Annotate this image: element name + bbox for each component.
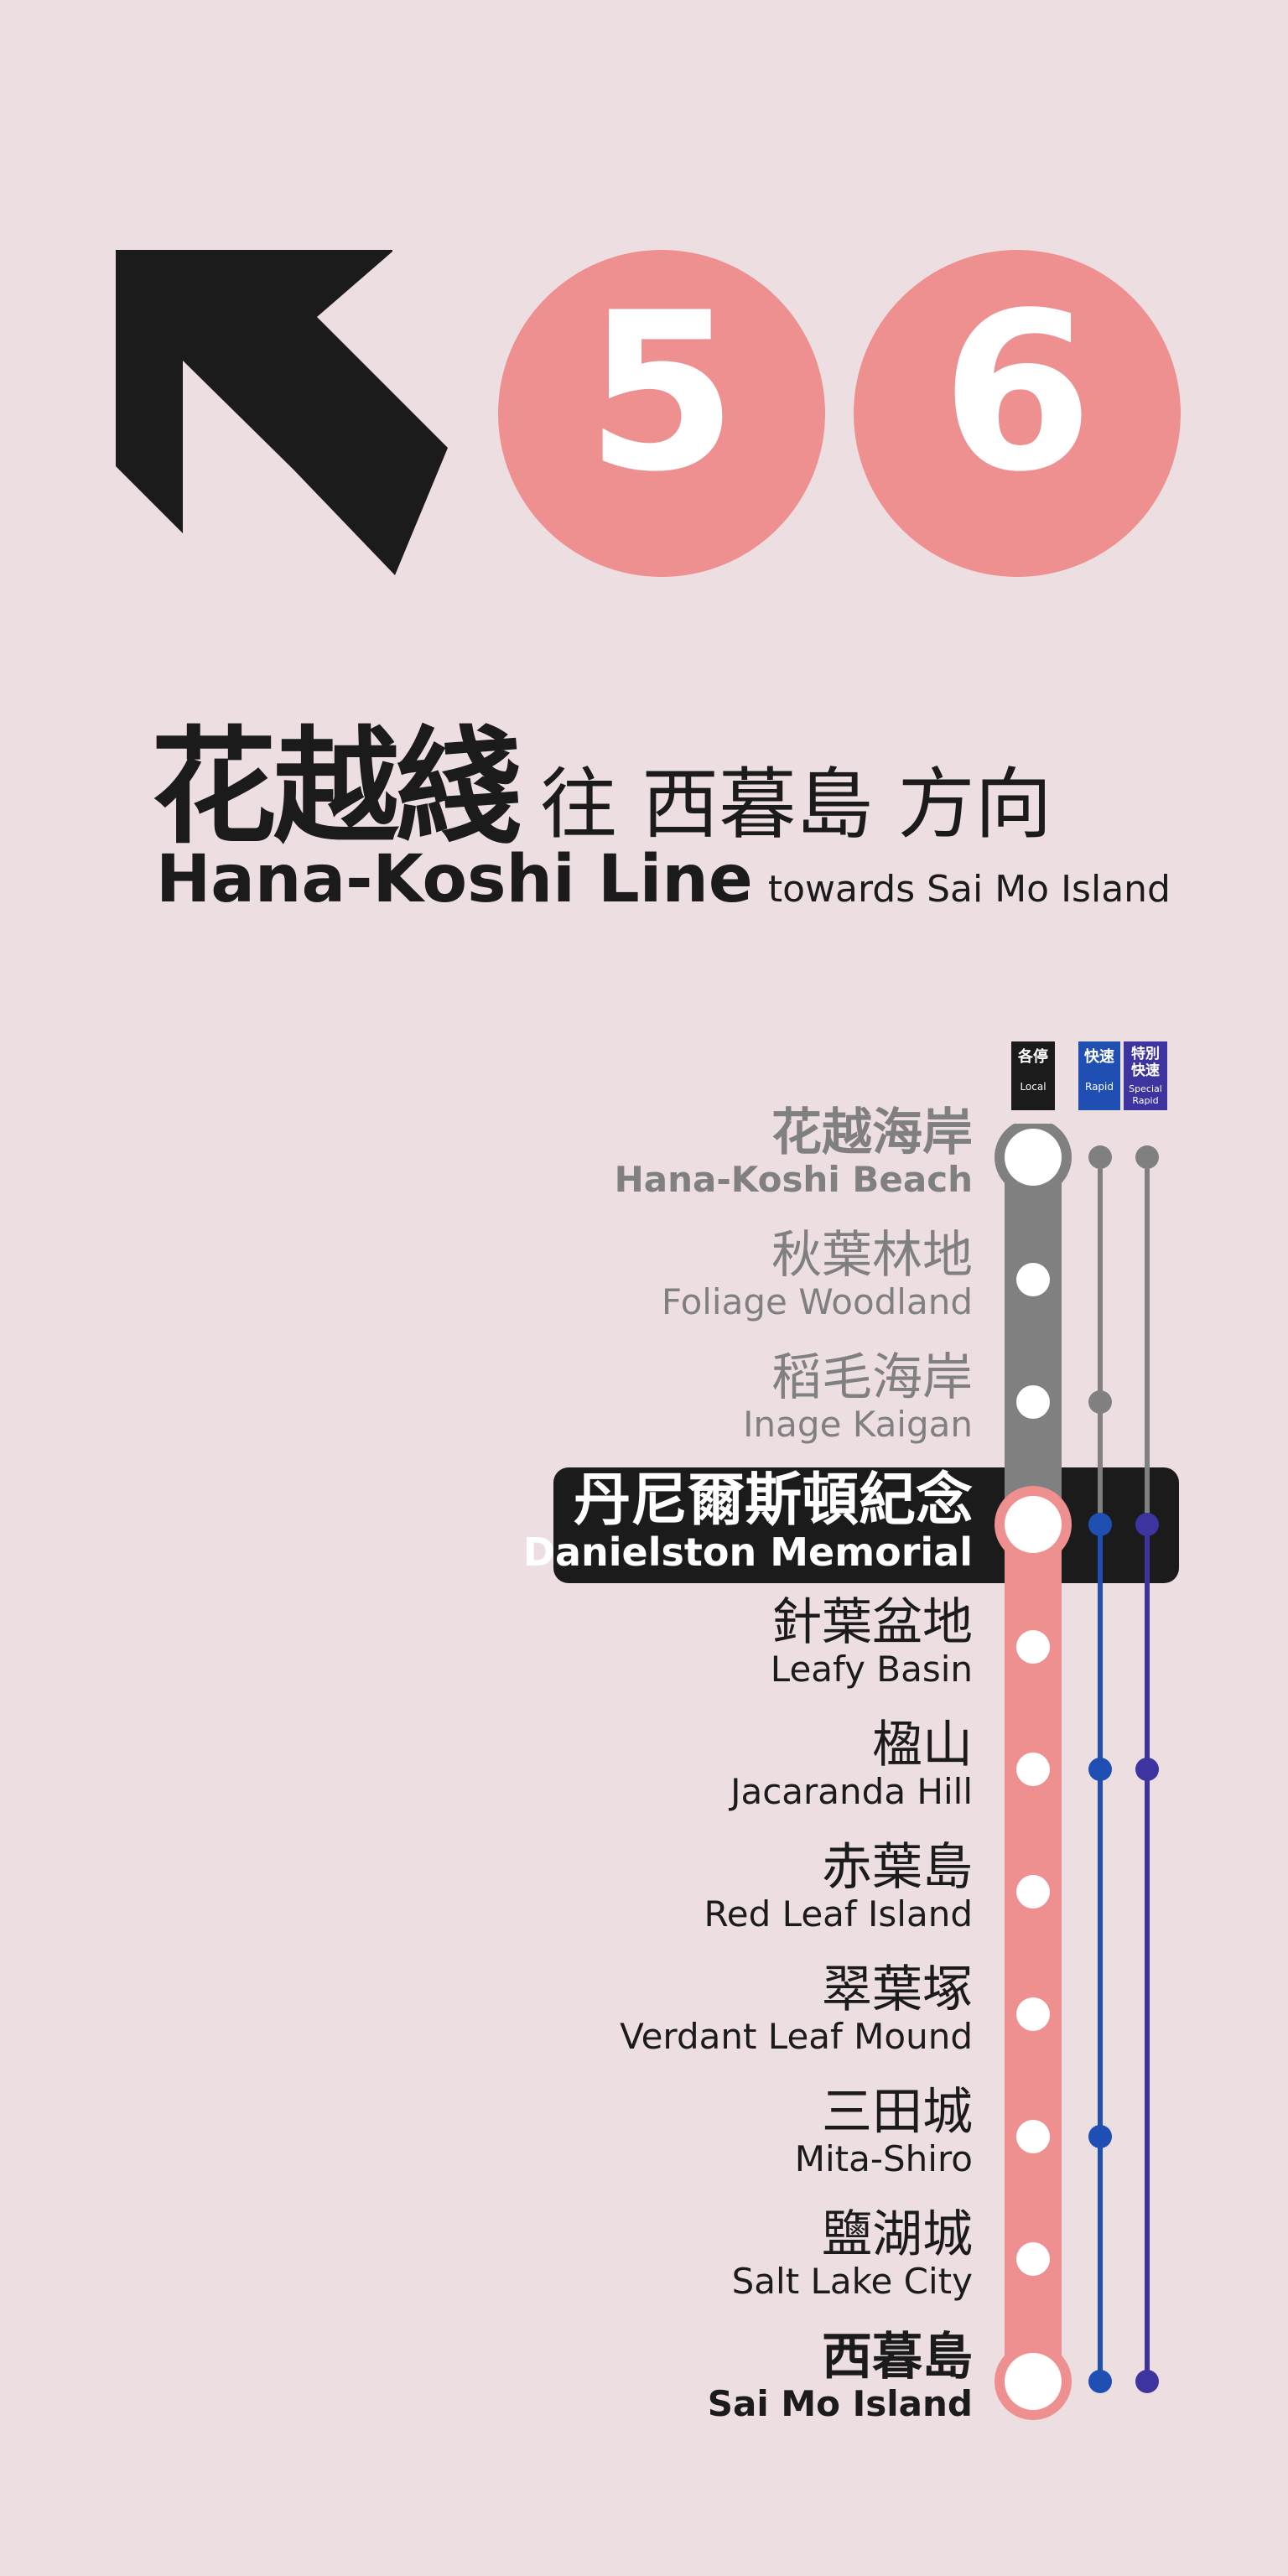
current-station-highlight — [553, 1467, 1179, 1583]
station-name-zh: 鹽湖城 — [822, 2205, 973, 2264]
station-name-zh: 翠葉塚 — [822, 1961, 973, 2019]
destination-zh: 往 西暮島 方向 — [540, 760, 1052, 849]
rapid-line-stop — [1088, 1145, 1112, 1169]
station-name-zh: 稻毛海岸 — [771, 1348, 973, 1407]
legend-local-zh: 各停 — [1017, 1047, 1048, 1066]
legend-local — [1011, 1041, 1055, 1110]
arrow-up-left-icon — [116, 250, 448, 575]
station-name-zh: 花越海岸 — [771, 1104, 973, 1162]
legend-rapid — [1078, 1041, 1120, 1110]
platform-badge-6: 6 — [854, 250, 1181, 577]
station-name-en: Mita-Shiro — [794, 2138, 973, 2179]
station-marker — [1005, 2353, 1062, 2410]
station-name-zh: 秋葉林地 — [771, 1226, 973, 1285]
station-name-zh: 赤葉島 — [822, 1838, 973, 1897]
rapid-line-stop — [1088, 1758, 1112, 1781]
rapid-line-stop — [1088, 2370, 1112, 2393]
service-legend: 各停 Local 快速 Rapid 特別 快速 Special Rapid — [1011, 1041, 1167, 1110]
station-marker — [1016, 1753, 1050, 1786]
platform-number-5: 5 — [586, 267, 738, 520]
legend-special-en-1: Special — [1129, 1083, 1162, 1094]
station-name-en: Inage Kaigan — [743, 1404, 973, 1445]
station-name-zh: 丹尼爾斯頓紀念 — [573, 1467, 973, 1534]
legend-rapid-en: Rapid — [1085, 1081, 1114, 1093]
special-rapid-line-stop — [1135, 1145, 1159, 1169]
legend-special-rapid — [1124, 1041, 1167, 1110]
destination-en: towards Sai Mo Island — [767, 868, 1171, 911]
station-name-zh: 楹山 — [872, 1716, 973, 1774]
legend-rapid-zh: 快速 — [1084, 1047, 1114, 1066]
station-name-en: Jacaranda Hill — [730, 1771, 973, 1812]
line-title-zh: 花越綫往 西暮島 方向 — [151, 686, 1052, 868]
station-marker — [1005, 1496, 1062, 1553]
line-title-en: Hana-Koshi Line towards Sai Mo Island — [156, 842, 1171, 917]
legend-special-zh-1: 特別 — [1131, 1045, 1160, 1062]
line-segment-past — [1005, 1157, 1062, 1524]
station-name-en: Red Leaf Island — [704, 1893, 973, 1935]
station-marker — [1016, 2120, 1050, 2153]
station-name-en: Danielston Memorial — [522, 1530, 973, 1576]
station-marker — [1016, 1997, 1050, 2031]
line-segment-future — [1005, 1524, 1062, 2381]
station-marker — [1016, 1630, 1050, 1664]
station-marker — [1016, 1875, 1050, 1909]
station-name-en: Sai Mo Island — [707, 2383, 973, 2424]
station-marker — [1016, 1263, 1050, 1296]
station-name-en: Foliage Woodland — [661, 1281, 973, 1322]
legend-special-zh-2: 快速 — [1131, 1062, 1160, 1079]
station-name-en: Verdant Leaf Mound — [620, 2016, 973, 2057]
station-marker — [1016, 1385, 1050, 1419]
special-rapid-line-stop — [1135, 2370, 1159, 2393]
special-rapid-line-stop — [1135, 1513, 1159, 1536]
platform-number-6: 6 — [942, 267, 1093, 520]
rapid-line-stop — [1088, 1390, 1112, 1414]
station-name-zh: 西暮島 — [822, 2328, 973, 2386]
station-name-en: Leafy Basin — [770, 1649, 973, 1690]
legend-local-en: Local — [1020, 1081, 1046, 1093]
rapid-line-stop — [1088, 1513, 1112, 1536]
line-name-zh: 花越綫 — [151, 715, 522, 861]
station-name-zh: 三田城 — [822, 2083, 973, 2142]
rapid-line-stop — [1088, 2125, 1112, 2148]
station-marker — [1016, 2242, 1050, 2276]
line-name-en: Hana-Koshi Line — [156, 842, 753, 917]
legend-special-en-2: Rapid — [1132, 1095, 1158, 1106]
route-diagram — [995, 1124, 1159, 2420]
station-name-en: Salt Lake City — [731, 2261, 973, 2302]
station-name-en: Hana-Koshi Beach — [614, 1159, 973, 1200]
special-rapid-line-stop — [1135, 1758, 1159, 1781]
station-name-zh: 針葉盆地 — [771, 1593, 973, 1652]
platform-badge-5: 5 — [498, 250, 825, 577]
station-marker — [1005, 1129, 1062, 1186]
